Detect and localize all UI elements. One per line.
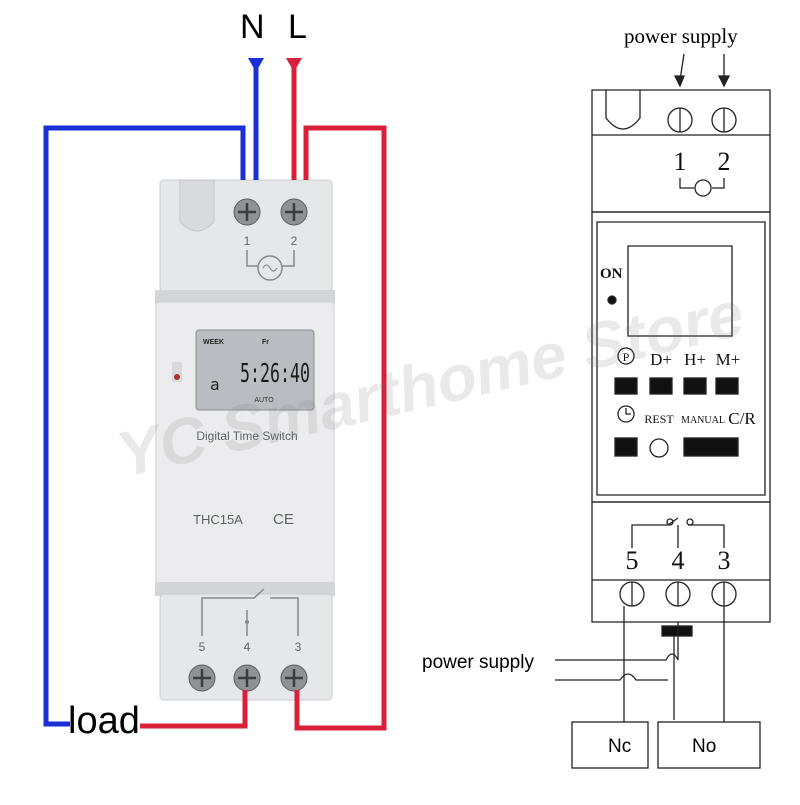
- terminal-label-1: 1: [244, 234, 251, 248]
- load-label: load: [68, 700, 140, 742]
- neutral-arrow-icon: [248, 58, 264, 72]
- nc-label: Nc: [608, 736, 632, 757]
- schematic-button-label-rest: REST: [644, 412, 674, 426]
- supply-arrow-head-1-icon: [673, 75, 685, 88]
- device-photo: 1 2 WEEK Fr a 5:26:40 AUTO Digital Time …: [155, 179, 335, 701]
- schematic-top-notch: [605, 90, 641, 130]
- button-clock: [614, 437, 638, 457]
- clock-hands: [625, 408, 631, 415]
- power-supply-top-label: power supply: [624, 24, 738, 48]
- device-model: THC15A: [193, 512, 243, 527]
- terminal-label-2: 2: [291, 234, 298, 248]
- schematic: [555, 53, 771, 769]
- ac-wave-icon: [262, 264, 278, 272]
- schematic-terminal-label-3: 3: [718, 546, 731, 575]
- schematic-lcd: [627, 245, 733, 337]
- lcd-week-label: WEEK: [203, 339, 224, 346]
- neutral-wire-to-load: [43, 125, 246, 727]
- upper-notch: [179, 179, 215, 232]
- lcd-mode: AUTO: [254, 397, 274, 404]
- rail-clip-bottom: [155, 582, 335, 596]
- live-arrow-icon: [286, 58, 302, 72]
- schematic-button-label-d: D+: [650, 350, 672, 369]
- live-label: L: [288, 8, 307, 46]
- screw-terminal-4: [233, 664, 261, 692]
- on-led-icon: [174, 374, 180, 380]
- coil-leads: [246, 250, 295, 267]
- schematic-terminal-label-2: 2: [718, 147, 731, 176]
- no-label: No: [692, 736, 717, 757]
- schematic-supply-wire-common: [555, 622, 679, 661]
- schematic-button-label-cr: C/R: [728, 409, 756, 428]
- neutral-label: N: [240, 8, 265, 46]
- schematic-on-led-icon: [607, 295, 617, 305]
- lcd-day-label: Fr: [262, 339, 269, 346]
- button-h-plus: [683, 377, 707, 395]
- button-d-plus: [649, 377, 673, 395]
- schematic-on-label: ON: [600, 266, 623, 282]
- lcd-small-digit: a: [210, 375, 220, 394]
- schematic-button-label-h: H+: [684, 350, 706, 369]
- schematic-terminal-label-1: 1: [674, 147, 687, 176]
- button-m-plus: [715, 377, 739, 395]
- schematic-relay-contact-b: [686, 518, 694, 526]
- screw-terminal-3: [280, 664, 308, 692]
- schematic-button-label-manual: MANUAL: [681, 415, 725, 426]
- relay-pivot-icon: [245, 620, 249, 624]
- supply-arrow-head-2-icon: [717, 75, 731, 88]
- ce-mark: CE: [273, 511, 294, 528]
- button-reset: [649, 438, 669, 458]
- lcd-time: 5:26:40: [240, 359, 310, 389]
- load-wire: [140, 690, 248, 729]
- schematic-wire-clamp: [661, 625, 693, 637]
- terminal-label-4: 4: [244, 640, 251, 654]
- wiring: [43, 58, 387, 731]
- program-button-icon: [617, 347, 635, 365]
- button-manual-cr: [683, 437, 739, 457]
- led-housing: [172, 362, 182, 382]
- schematic-bottom-block: [591, 501, 771, 623]
- device-title: Digital Time Switch: [196, 429, 297, 443]
- screw-terminal-1: [233, 198, 261, 226]
- coil-symbol-icon: [257, 255, 283, 281]
- schematic-coil-icon: [694, 179, 712, 197]
- schematic-supply-wire: [555, 673, 668, 681]
- schematic-button-label-m: M+: [716, 350, 741, 369]
- screw-terminal-5: [188, 664, 216, 692]
- schematic-terminal-label-5: 5: [626, 546, 639, 575]
- schematic-relay-contact-a: [666, 518, 674, 526]
- screw-terminal-2: [280, 198, 308, 226]
- rail-clip-top: [155, 290, 335, 304]
- power-supply-bottom-label: power supply: [422, 652, 534, 673]
- schematic-button-label-p: P: [623, 350, 630, 364]
- terminal-label-3: 3: [295, 640, 302, 654]
- schematic-terminal-label-4: 4: [672, 546, 685, 575]
- clock-icon: [617, 405, 635, 423]
- lcd-screen: [195, 329, 315, 411]
- schematic-coil-leads: [679, 178, 725, 189]
- relay-contact-icon: [201, 588, 299, 636]
- nc-load-box: [571, 721, 649, 769]
- no-load-box: [657, 721, 761, 769]
- button-p: [614, 377, 638, 395]
- live-wire-loop: [294, 125, 387, 731]
- terminal-label-5: 5: [199, 640, 206, 654]
- schematic-front-panel: [596, 221, 766, 496]
